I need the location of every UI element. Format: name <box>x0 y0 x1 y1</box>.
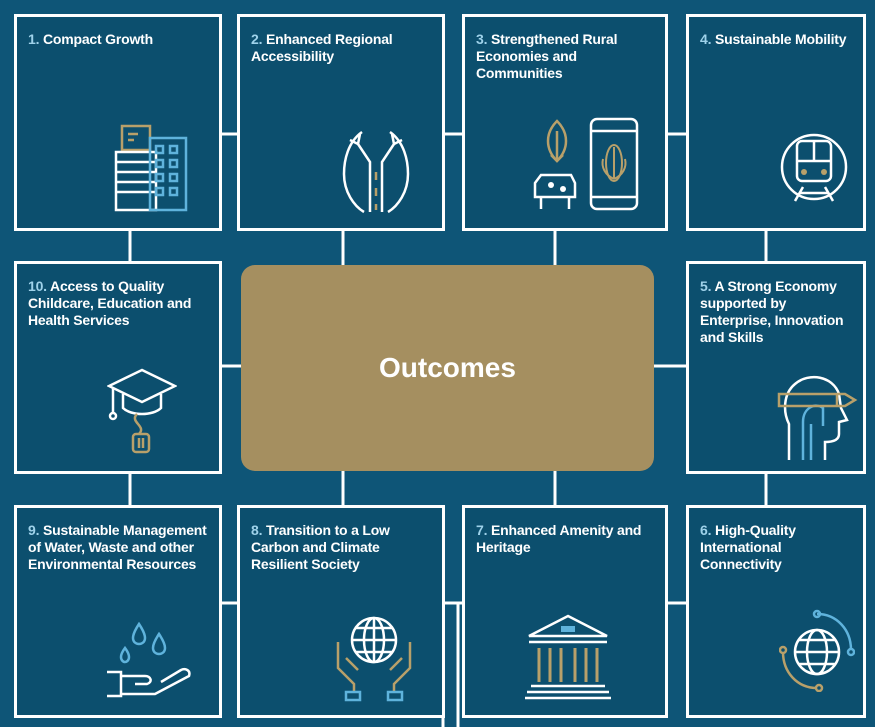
graduation-cap-icon <box>107 368 177 454</box>
outcome-box-5: 5. A Strong Economy supported by Enterpr… <box>686 261 866 474</box>
diverging-road-icon <box>342 130 410 214</box>
outcome-box-2: 2. Enhanced Regional Accessibility <box>237 14 445 231</box>
outcome-number: 8. <box>251 522 263 538</box>
head-pencil-icon <box>777 375 858 460</box>
outcome-box-9: 9. Sustainable Management of Water, Wast… <box>14 505 222 718</box>
outcome-label: Enhanced Regional Accessibility <box>251 31 393 64</box>
outcome-box-10: 10. Access to Quality Childcare, Educati… <box>14 261 222 474</box>
outcome-label: High-Quality International Connectivity <box>700 522 796 572</box>
outcome-title-1: 1. Compact Growth <box>28 31 211 48</box>
outcome-title-3: 3. Strengthened Rural Economies and Comm… <box>476 31 657 82</box>
outcome-label: Compact Growth <box>42 31 153 47</box>
outcome-box-3: 3. Strengthened Rural Economies and Comm… <box>462 14 668 231</box>
outcome-title-9: 9. Sustainable Management of Water, Wast… <box>28 522 211 573</box>
outcome-title-7: 7. Enhanced Amenity and Heritage <box>476 522 657 556</box>
outcome-number: 6. <box>700 522 712 538</box>
outcome-label: Transition to a Low Carbon and Climate R… <box>251 522 390 572</box>
center-label: Outcomes <box>379 352 516 383</box>
outcome-number: 4. <box>700 31 712 47</box>
outcome-title-8: 8. Transition to a Low Carbon and Climat… <box>251 522 434 573</box>
outcome-title-4: 4. Sustainable Mobility <box>700 31 855 48</box>
outcome-title-2: 2. Enhanced Regional Accessibility <box>251 31 434 65</box>
outcome-box-4: 4. Sustainable Mobility <box>686 14 866 231</box>
outcome-number: 1. <box>28 31 40 47</box>
outcome-title-5: 5. A Strong Economy supported by Enterpr… <box>700 278 855 346</box>
train-icon <box>780 133 848 202</box>
outcome-title-10: 10. Access to Quality Childcare, Educati… <box>28 278 211 329</box>
rural-economy-icon <box>533 117 639 211</box>
outcome-number: 3. <box>476 31 488 47</box>
outcome-title-6: 6. High-Quality International Connectivi… <box>700 522 855 573</box>
outcome-label: Strengthened Rural Economies and Communi… <box>476 31 618 81</box>
outcome-box-7: 7. Enhanced Amenity and Heritage <box>462 505 668 718</box>
outcome-number: 9. <box>28 522 40 538</box>
heritage-building-icon <box>525 614 611 700</box>
outcome-label: A Strong Economy supported by Enterprise… <box>700 278 844 345</box>
center-outcomes-block: Outcomes <box>241 265 654 471</box>
buildings-icon <box>114 124 188 212</box>
outcome-box-1: 1. Compact Growth <box>14 14 222 231</box>
outcome-box-8: 8. Transition to a Low Carbon and Climat… <box>237 505 445 718</box>
outcome-number: 7. <box>476 522 488 538</box>
outcome-number: 5. <box>700 278 712 294</box>
hands-globe-icon <box>336 616 412 702</box>
globe-network-icon <box>779 609 855 692</box>
outcome-number: 2. <box>251 31 263 47</box>
outcome-number: 10. <box>28 278 47 294</box>
outcome-label: Sustainable Mobility <box>714 31 847 47</box>
outcome-label: Enhanced Amenity and Heritage <box>476 522 642 555</box>
outcome-box-6: 6. High-Quality International Connectivi… <box>686 505 866 718</box>
water-hand-icon <box>107 621 191 698</box>
outcome-label: Access to Quality Childcare, Education a… <box>28 278 192 328</box>
outcome-label: Sustainable Management of Water, Waste a… <box>28 522 207 572</box>
